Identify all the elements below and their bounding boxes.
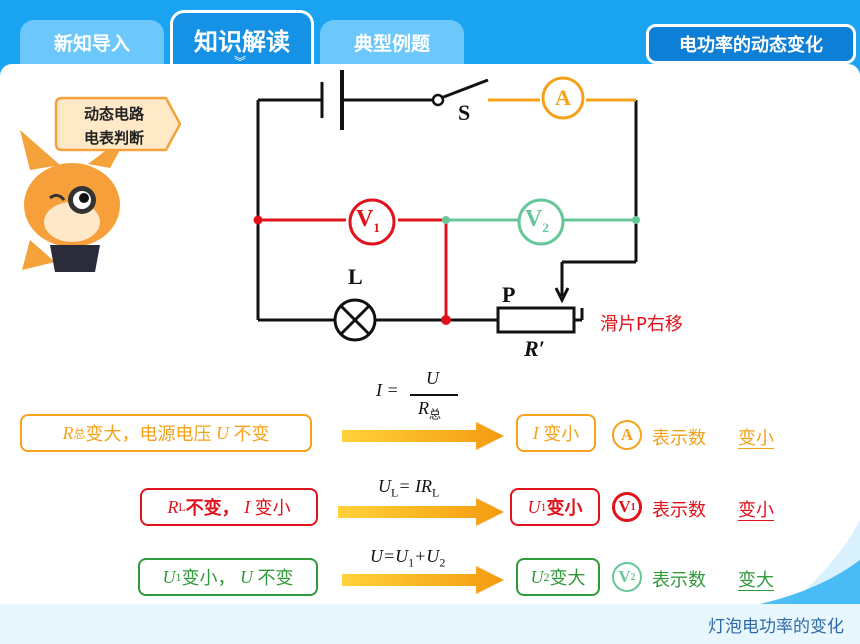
arrow-right-icon	[338, 498, 504, 526]
formula-row2: UL= IRL	[378, 476, 440, 500]
ammeter-symbol	[541, 76, 585, 120]
reading-value-row2: 变小	[738, 500, 774, 521]
formula-row1-lhs: I =	[376, 380, 399, 400]
formula-row1-numerator: U	[426, 368, 439, 388]
arrow-right-icon	[342, 422, 504, 450]
slider-arrow-icon	[554, 287, 570, 304]
formula-row1-denominator: R总	[418, 398, 442, 422]
footer-caption: 灯泡电功率的变化	[708, 617, 844, 637]
lamp-label: L	[348, 264, 363, 289]
formula-row3: U=U1+U2	[370, 546, 446, 570]
speech-bubble	[54, 96, 182, 152]
result-box-row1: I 变小	[516, 414, 596, 452]
reading-value-row3: 变大	[738, 570, 774, 591]
arrow-right-icon	[342, 566, 504, 594]
rheostat-label: R′	[524, 336, 545, 361]
tab-bar: 新知导入 知识解读 典型例题 ︾	[0, 0, 860, 70]
ammeter-label: A	[555, 85, 571, 110]
switch-label: S	[458, 100, 471, 125]
reading-label-row2: 表示数	[652, 500, 706, 521]
mascot-fox-icon	[20, 130, 130, 272]
slide-note: 滑片P右移	[600, 314, 683, 335]
ammeter-badge: A	[612, 420, 642, 450]
reading-label-row3: 表示数	[652, 570, 706, 591]
voltmeter2-symbol	[517, 198, 565, 246]
tab-new-knowledge[interactable]: 新知导入	[20, 20, 164, 64]
voltmeter2-label: V2	[525, 206, 549, 235]
slider-label: P	[502, 282, 516, 307]
voltmeter1-symbol	[348, 198, 396, 246]
voltmeter1-label: V1	[356, 206, 380, 235]
rheostat-symbol	[496, 306, 576, 334]
switch-lever	[440, 78, 489, 100]
tab-knowledge-reading[interactable]: 知识解读	[170, 10, 314, 66]
tab-typical-examples[interactable]: 典型例题	[320, 20, 464, 64]
reading-label-row1: 表示数	[652, 428, 706, 449]
page-title: 电功率的动态变化	[646, 24, 856, 64]
reading-value-row1: 变小	[738, 428, 774, 449]
bottom-bar	[0, 604, 860, 644]
speech-bubble-text: 动态电路 电表判断	[83, 105, 144, 147]
